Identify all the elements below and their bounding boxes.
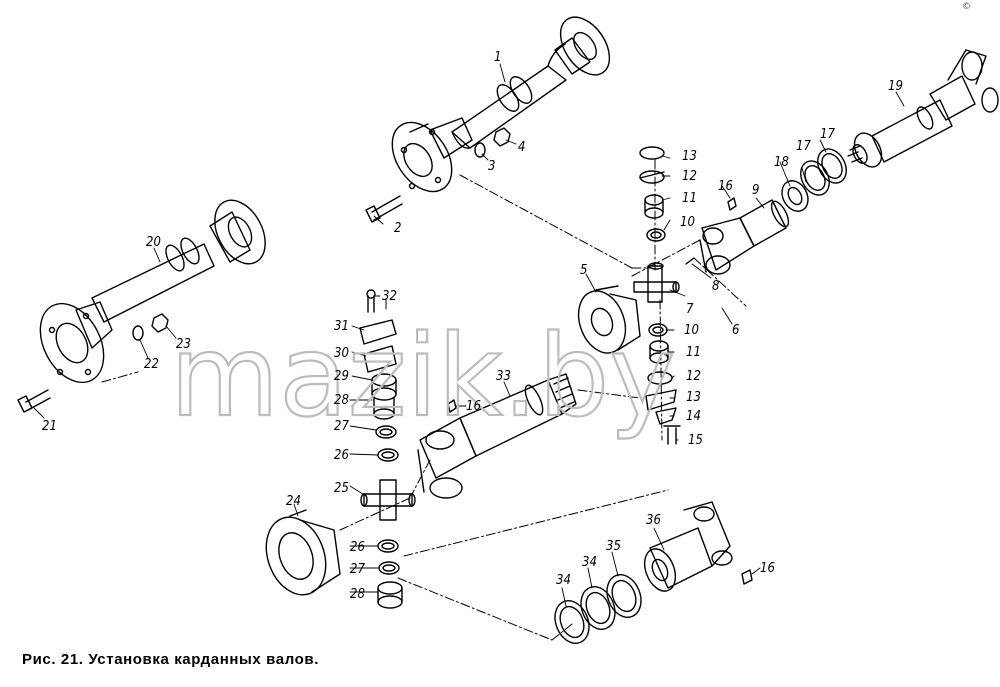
grease-fitting-16b [447, 399, 457, 413]
yoke-36 [643, 501, 733, 592]
callout-numbers: 1 2 3 4 5 6 7 8 9 10 10 11 11 12 12 13 1… [42, 50, 903, 602]
callout-9: 9 [752, 183, 759, 198]
callout-11a: 11 [682, 191, 697, 206]
callout-16c: 16 [760, 561, 775, 576]
propeller-shaft-19 [847, 49, 999, 168]
callout-4: 4 [518, 140, 525, 155]
callout-28b: 28 [350, 587, 365, 602]
callout-34a: 34 [556, 573, 571, 588]
nut-4 [493, 127, 511, 147]
callout-21: 21 [42, 419, 57, 434]
callout-27a: 27 [334, 419, 349, 434]
callout-11b: 11 [686, 345, 701, 360]
callout-16a: 16 [718, 179, 733, 194]
ring-34a [580, 586, 616, 630]
ring-17a [817, 148, 847, 184]
callout-14: 14 [686, 409, 701, 424]
callout-22: 22 [144, 357, 159, 372]
flange-24 [265, 509, 341, 596]
assembly-lines [101, 159, 747, 641]
washer-3 [474, 142, 486, 158]
corner-mark: © [962, 2, 971, 12]
bolt-2 [365, 195, 403, 223]
callout-27b: 27 [350, 562, 365, 577]
callout-1: 1 [494, 50, 501, 65]
callout-35: 35 [606, 539, 621, 554]
callout-17b: 17 [796, 139, 811, 154]
ring-34b [554, 600, 590, 644]
callout-8: 8 [712, 279, 719, 294]
leader-lines [33, 63, 905, 607]
callout-12b: 12 [686, 369, 701, 384]
callout-33: 33 [496, 369, 511, 384]
callout-32: 32 [382, 289, 397, 304]
callout-18: 18 [774, 155, 789, 170]
intermediate-shaft-33 [417, 373, 577, 499]
callout-29: 29 [334, 369, 349, 384]
sliding-yoke-9 [699, 199, 790, 275]
bolt-21 [17, 389, 51, 413]
cross-7-stack [633, 146, 695, 445]
callout-7: 7 [686, 302, 694, 317]
callout-20: 20 [146, 235, 161, 250]
callout-10a: 10 [680, 215, 695, 230]
callout-12a: 12 [682, 169, 697, 184]
washer-22 [132, 325, 144, 341]
nut-23 [151, 313, 169, 333]
grease-fitting-16c [741, 569, 753, 585]
grease-fitting-16a [727, 197, 737, 211]
callout-25: 25 [334, 481, 349, 496]
callout-5: 5 [580, 263, 587, 278]
callout-10b: 10 [684, 323, 699, 338]
callout-36: 36 [646, 513, 661, 528]
callout-13a: 13 [682, 149, 697, 164]
propeller-shaft-20 [39, 199, 266, 384]
watermark-text: mazik.by [170, 312, 675, 442]
callout-15: 15 [688, 433, 703, 448]
propeller-shaft-1 [391, 16, 611, 193]
callout-34b: 34 [582, 555, 597, 570]
callout-28a: 28 [334, 393, 349, 408]
ring-35 [606, 574, 642, 618]
callout-17a: 17 [820, 127, 835, 142]
cross-25-stack [359, 289, 416, 609]
callout-6: 6 [732, 323, 739, 338]
callout-23: 23 [176, 337, 191, 352]
callout-31: 31 [334, 319, 349, 334]
ring-17b [800, 160, 830, 196]
callout-16b: 16 [466, 399, 481, 414]
callout-30: 30 [334, 346, 349, 361]
figure-caption: Рис. 21. Установка карданных валов. [22, 651, 319, 668]
flange-5 [577, 285, 641, 354]
callout-3: 3 [488, 159, 495, 174]
callout-2: 2 [394, 221, 401, 236]
callout-24: 24 [286, 494, 301, 509]
callout-26a: 26 [334, 448, 349, 463]
callout-19: 19 [888, 79, 903, 94]
callout-13b: 13 [686, 390, 701, 405]
callout-26b: 26 [350, 540, 365, 555]
ring-18 [781, 180, 809, 212]
